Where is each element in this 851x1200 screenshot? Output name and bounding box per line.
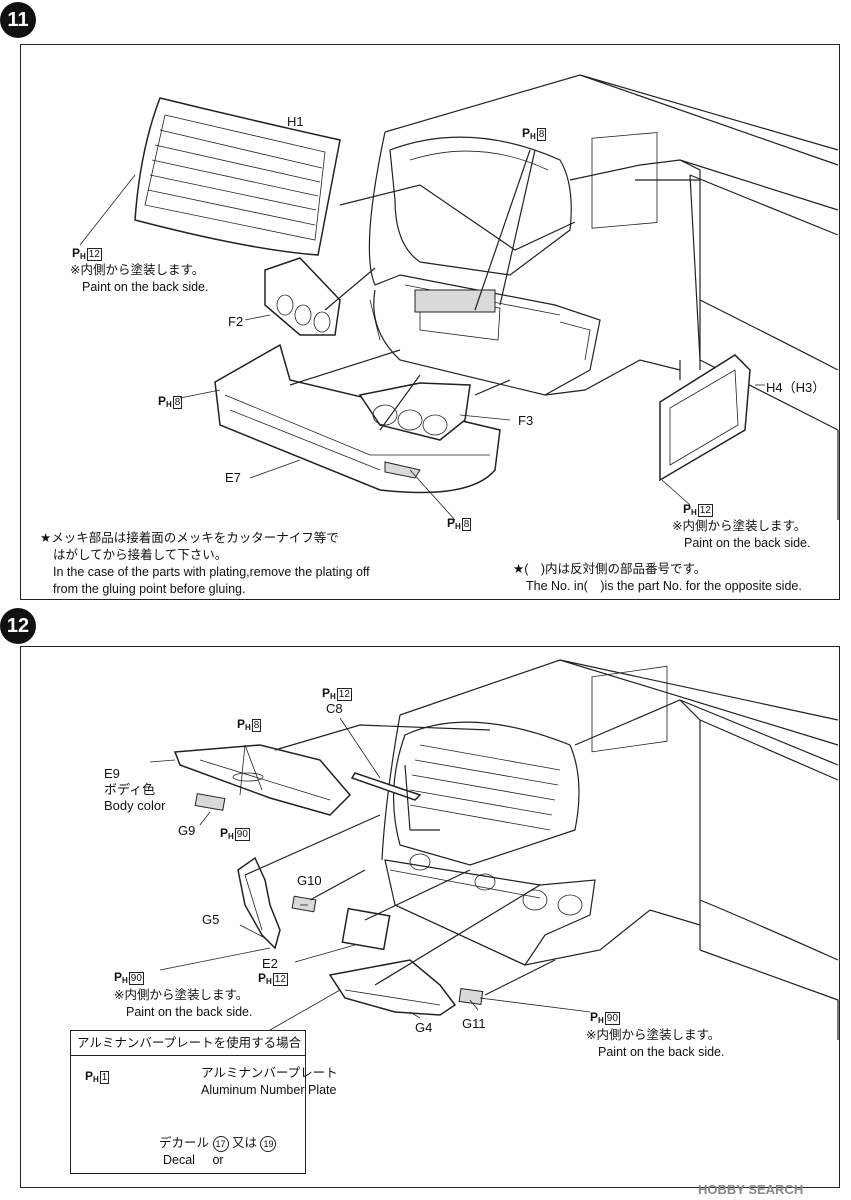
part-c8 (350, 772, 422, 801)
label-f2: F2 (228, 314, 244, 329)
label-e2: E2 (262, 956, 278, 971)
step-11-number-pos: 11 (0, 2, 36, 38)
car-body-12 (381, 659, 839, 1040)
label-e9: E9 ボディ色 Body color (104, 766, 166, 813)
part-e2 (341, 907, 391, 951)
part-g10 (291, 895, 317, 913)
part-g5 (237, 856, 281, 950)
step-11-panel (20, 44, 840, 600)
decal-19: 19 (260, 1136, 277, 1152)
car-body-11 (368, 74, 839, 520)
watermark: HOBBY SEARCH (698, 1182, 804, 1197)
note-back-h4: ※内側から塗装します。Paint on the back side. (672, 519, 811, 550)
part-h1 (134, 97, 341, 256)
part-g9 (194, 793, 226, 811)
label-g9: G9 (178, 823, 196, 838)
label-g11: G11 (462, 1016, 486, 1031)
note-back-g11: ※内側から塗装します。Paint on the back side. (586, 1028, 725, 1059)
label-g5: G5 (202, 912, 220, 927)
label-h4: H4（H3） (766, 380, 826, 395)
step-12-panel (20, 646, 840, 1188)
plating-note: ★メッキ部品は接着面のメッキをカッターナイフ等で はがしてから接着して下さい。 … (40, 531, 370, 596)
step-12-number: 12 (0, 608, 36, 644)
label-h1: H1 (287, 114, 304, 129)
note-back-g5: ※内側から塗装します。Paint on the back side. (114, 988, 253, 1019)
inset-title: アルミナンバープレートを使用する場合 (77, 1036, 302, 1050)
note-back-h1: ※内側から塗装します。Paint on the back side. (70, 263, 209, 294)
label-g10: G10 (297, 873, 322, 888)
label-c8: C8 (326, 701, 343, 716)
part-h4 (659, 354, 751, 482)
part-e9 (173, 744, 352, 816)
label-e7: E7 (225, 470, 241, 485)
part-e7 (214, 343, 501, 494)
part-f3 (358, 382, 471, 441)
part-g4 (328, 959, 457, 1016)
opposite-note: ★( )内は反対側の部品番号です。 The No. in( )is the pa… (513, 562, 802, 593)
decal-17: 17 (212, 1136, 229, 1152)
part-f2 (264, 257, 341, 336)
label-g4: G4 (415, 1020, 433, 1035)
decal-label: デカール 17 又は 19 Decal or (159, 1135, 277, 1169)
label-f3: F3 (518, 413, 534, 428)
